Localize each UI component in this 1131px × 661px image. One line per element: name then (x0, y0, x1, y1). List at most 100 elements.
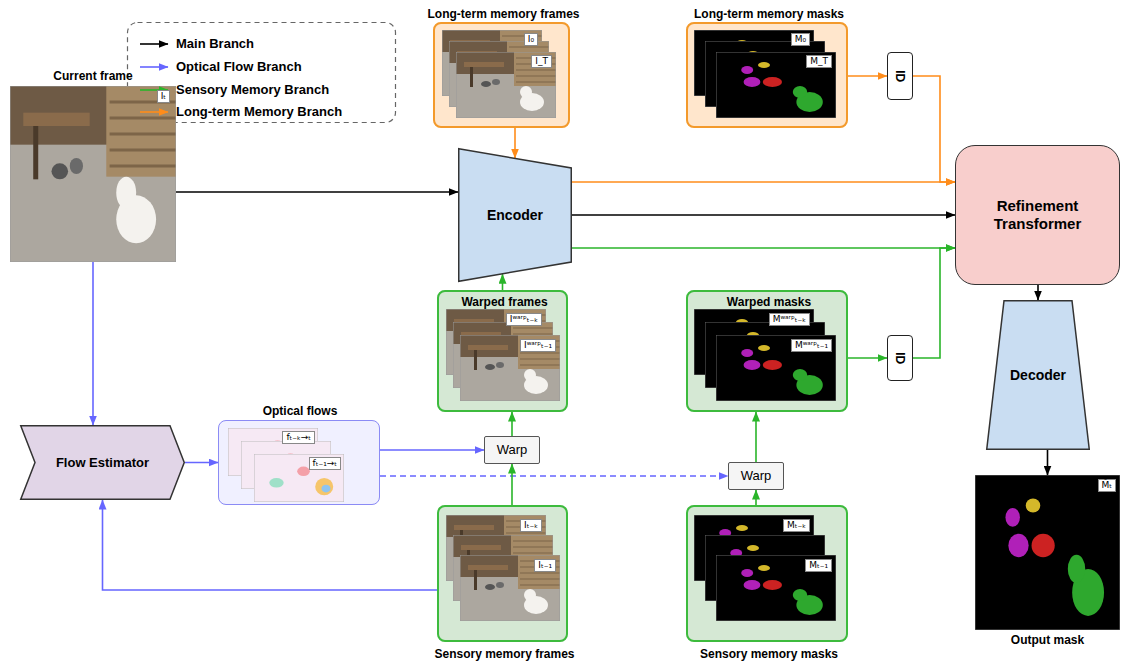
group-heading: Long-term memory frames (375, 7, 632, 21)
memory-group: Sensory memory masksMₜ₋ₖMₜ₋₁ (686, 505, 848, 642)
frame-tag: Mʷᵃʳᵖₜ₋ₖ (769, 313, 810, 326)
memory-group: Warped framesIʷᵃʳᵖₜ₋ₖIʷᵃʳᵖₜ₋₁ (437, 290, 568, 412)
connector (755, 490, 757, 505)
group-heading: Warped masks (628, 295, 910, 309)
estimator-chevron: Flow Estimator (20, 425, 185, 500)
legend-label: Optical Flow Branch (176, 59, 302, 75)
connector (572, 247, 955, 249)
encoder-trapezoid: Encoder (458, 148, 572, 282)
frame-photo (460, 335, 560, 401)
group-heading: Warped frames (379, 295, 630, 309)
mask-image (716, 52, 836, 118)
memory-group: Long-term memory masksM₀M_T (686, 22, 848, 128)
frame-tag: Iₜ₋ₖ (520, 519, 542, 532)
decoder-trapezoid: Decoder (986, 300, 1090, 450)
shape-polygon (987, 301, 1090, 450)
legend-label: Long-term Memory Branch (176, 104, 342, 120)
frame-tag: Iₜ (157, 90, 170, 103)
frame-tag: fₜ₋₁→ₜ (309, 457, 341, 470)
node-label: Refinement Transformer (967, 197, 1108, 233)
frame-tag: Mₜ₋ₖ (783, 519, 810, 532)
connector (185, 462, 218, 464)
shape-polygon (459, 149, 572, 282)
connector (511, 464, 513, 505)
connector (511, 412, 513, 436)
group-fill (437, 505, 568, 642)
label-holder: Decoder (986, 300, 1090, 450)
label-holder: Warp (485, 437, 539, 463)
node-label: Warp (497, 442, 528, 458)
memory-group: Sensory memory framesIₜ₋ₖIₜ₋₁ (437, 505, 568, 642)
image-panel: Current frameIₜ (10, 86, 176, 262)
node-label: Encoder (487, 207, 543, 224)
mask-image (716, 335, 836, 401)
warp-box: Warp (728, 462, 784, 490)
mask-image (975, 475, 1120, 630)
image-panel: Output maskM̂ₜ (975, 475, 1120, 630)
frame-tag: Iʷᵃʳᵖₜ₋₁ (520, 339, 556, 352)
frame-photo (10, 86, 176, 262)
connector (103, 500, 438, 590)
legend-sample (140, 43, 168, 45)
warp-box: Warp (484, 436, 540, 464)
connector (176, 191, 458, 193)
id-box: ID (887, 335, 913, 381)
frame-tag: Iʷᵃʳᵖₜ₋ₖ (506, 313, 542, 326)
node-label: Decoder (1010, 367, 1066, 384)
frame-photo (456, 52, 556, 118)
group-fill (433, 22, 570, 128)
transformer-box: Refinement Transformer (955, 145, 1120, 285)
label-holder: Flow Estimator (20, 425, 185, 500)
node-label: ID (893, 70, 907, 82)
connector (572, 214, 955, 216)
connector (848, 357, 887, 359)
label-holder: Warp (729, 463, 783, 489)
frame-tag: Mʷᵃʳᵖₜ₋₁ (791, 339, 832, 352)
connector (572, 181, 955, 183)
connector (92, 262, 94, 425)
legend-label: Main Branch (176, 36, 254, 52)
memory-group: Warped masksMʷᵃʳᵖₜ₋ₖMʷᵃʳᵖₜ₋₁ (686, 290, 848, 412)
shape-polygon (21, 426, 185, 500)
flow-image (254, 454, 344, 502)
group-heading: Output mask (915, 633, 1131, 647)
memory-group: Long-term memory framesI₀I_T (433, 22, 570, 128)
legend-sample (140, 66, 168, 68)
legend-label: Sensory Memory Branch (176, 82, 329, 98)
frame-tag: fₜ₋ₖ→ₜ (282, 431, 315, 444)
node-label: ID (893, 352, 907, 364)
group-heading: Sensory memory masks (628, 647, 910, 661)
legend-sample (140, 111, 168, 113)
connector (1047, 450, 1049, 475)
connector (755, 412, 757, 462)
group-fill (686, 22, 848, 128)
group-heading: Sensory memory frames (379, 647, 630, 661)
group-fill (218, 420, 380, 505)
group-fill (686, 505, 848, 642)
connector (913, 248, 955, 358)
frame-tag: I₀ (524, 33, 538, 46)
label-holder: ID (888, 53, 912, 99)
connector (1037, 285, 1039, 300)
label-holder: Refinement Transformer (956, 146, 1119, 284)
frame-tag: I_T (531, 55, 552, 68)
node-label: Warp (741, 468, 772, 484)
frame-tag: M₀ (791, 33, 810, 46)
frame-tag: M̂ₜ (1098, 479, 1116, 492)
connector (380, 449, 484, 451)
mask-image (716, 555, 836, 621)
connector (848, 75, 887, 77)
frame-photo (460, 555, 560, 621)
id-box: ID (887, 52, 913, 100)
label-holder: ID (888, 336, 912, 380)
group-heading: Optical flows (159, 404, 441, 418)
group-heading: Long-term memory masks (628, 7, 910, 21)
label-holder: Encoder (458, 148, 572, 282)
frame-tag: Mₜ₋₁ (805, 559, 832, 572)
connector (380, 475, 728, 477)
connector (514, 128, 516, 158)
connector (502, 274, 504, 290)
frame-tag: Iₜ₋₁ (534, 559, 556, 572)
node-label: Flow Estimator (56, 455, 149, 471)
